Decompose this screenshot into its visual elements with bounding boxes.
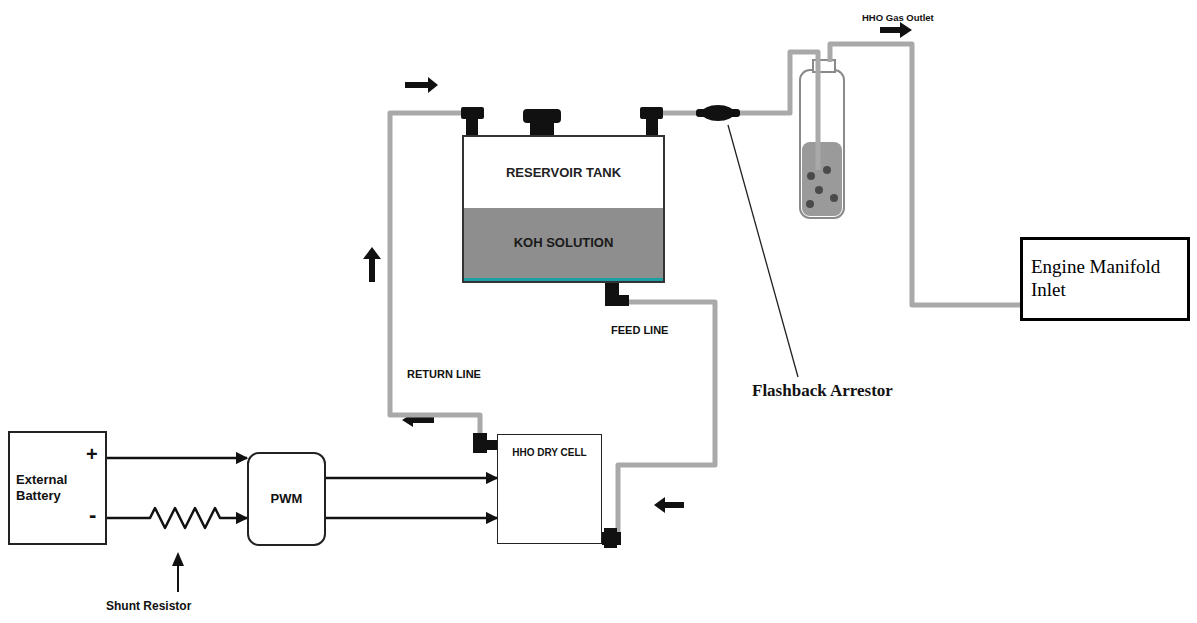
flow-arrow xyxy=(405,77,438,93)
pwm-box: PWM xyxy=(247,452,326,546)
pipe-fitting xyxy=(646,117,658,135)
bubbler-bottle xyxy=(800,60,844,218)
leader-line xyxy=(728,125,798,377)
label-holder: Shunt Resistor xyxy=(106,596,191,614)
line-name: RETURN LINE xyxy=(407,368,481,380)
flow-arrow xyxy=(880,22,912,38)
tank-cap xyxy=(530,121,554,135)
gas-line xyxy=(652,44,1020,305)
flow-arrow xyxy=(654,497,684,513)
terminal-sign: + xyxy=(86,443,98,466)
label-holder: + xyxy=(86,443,98,466)
bottle-water xyxy=(802,142,842,216)
pointer-arrow xyxy=(177,562,179,592)
engine-box: Engine Manifold Inlet xyxy=(1020,237,1190,321)
label-holder: FEED LINE xyxy=(611,320,668,338)
gas-bubble xyxy=(807,172,815,180)
gas-bubble xyxy=(815,186,823,194)
node-text: Engine Manifold Inlet xyxy=(1031,256,1179,302)
node-text: HHO DRY CELL xyxy=(506,447,593,459)
flashback-arrestor xyxy=(702,105,734,121)
gas-bubble xyxy=(830,194,838,202)
part-name: Flashback Arrestor xyxy=(752,381,893,401)
flow-arrow xyxy=(363,247,381,282)
power-wire xyxy=(326,477,497,480)
positive-wire xyxy=(107,457,247,460)
node-text: PWM xyxy=(271,491,303,507)
pipe-fitting xyxy=(473,440,497,450)
dry-cell-box: HHO DRY CELL xyxy=(497,434,602,544)
outlet-name: HHO Gas Outlet xyxy=(862,12,934,23)
terminal-sign: - xyxy=(89,502,96,528)
line-name: FEED LINE xyxy=(611,324,668,336)
node-text: RESERVOIR TANK xyxy=(464,137,663,208)
label-holder: Flashback Arrestor xyxy=(752,381,893,401)
pipe-fittings xyxy=(461,105,740,548)
bottle-body xyxy=(800,70,844,218)
label-holder: HHO Gas Outlet xyxy=(862,7,934,25)
pipe-fitting xyxy=(466,117,478,135)
label-holder: RETURN LINE xyxy=(407,364,481,382)
tank-cap xyxy=(523,109,561,123)
node-text: KOH SOLUTION xyxy=(464,208,663,281)
reservoir-tank: RESERVOIR TANKKOH SOLUTION xyxy=(462,135,665,283)
pipe-fitting xyxy=(605,295,629,306)
node-text: External Battery xyxy=(16,472,84,503)
pointer-arrow-head xyxy=(172,552,184,566)
label-holder: - xyxy=(89,502,96,528)
gas-bubble xyxy=(823,166,831,174)
part-name: Shunt Resistor xyxy=(106,599,191,613)
gas-bubble xyxy=(806,200,814,208)
pipe-fitting xyxy=(602,532,621,545)
feed-line xyxy=(602,283,715,538)
power-wire xyxy=(326,517,497,520)
negative-wire-with-shunt xyxy=(107,508,247,528)
